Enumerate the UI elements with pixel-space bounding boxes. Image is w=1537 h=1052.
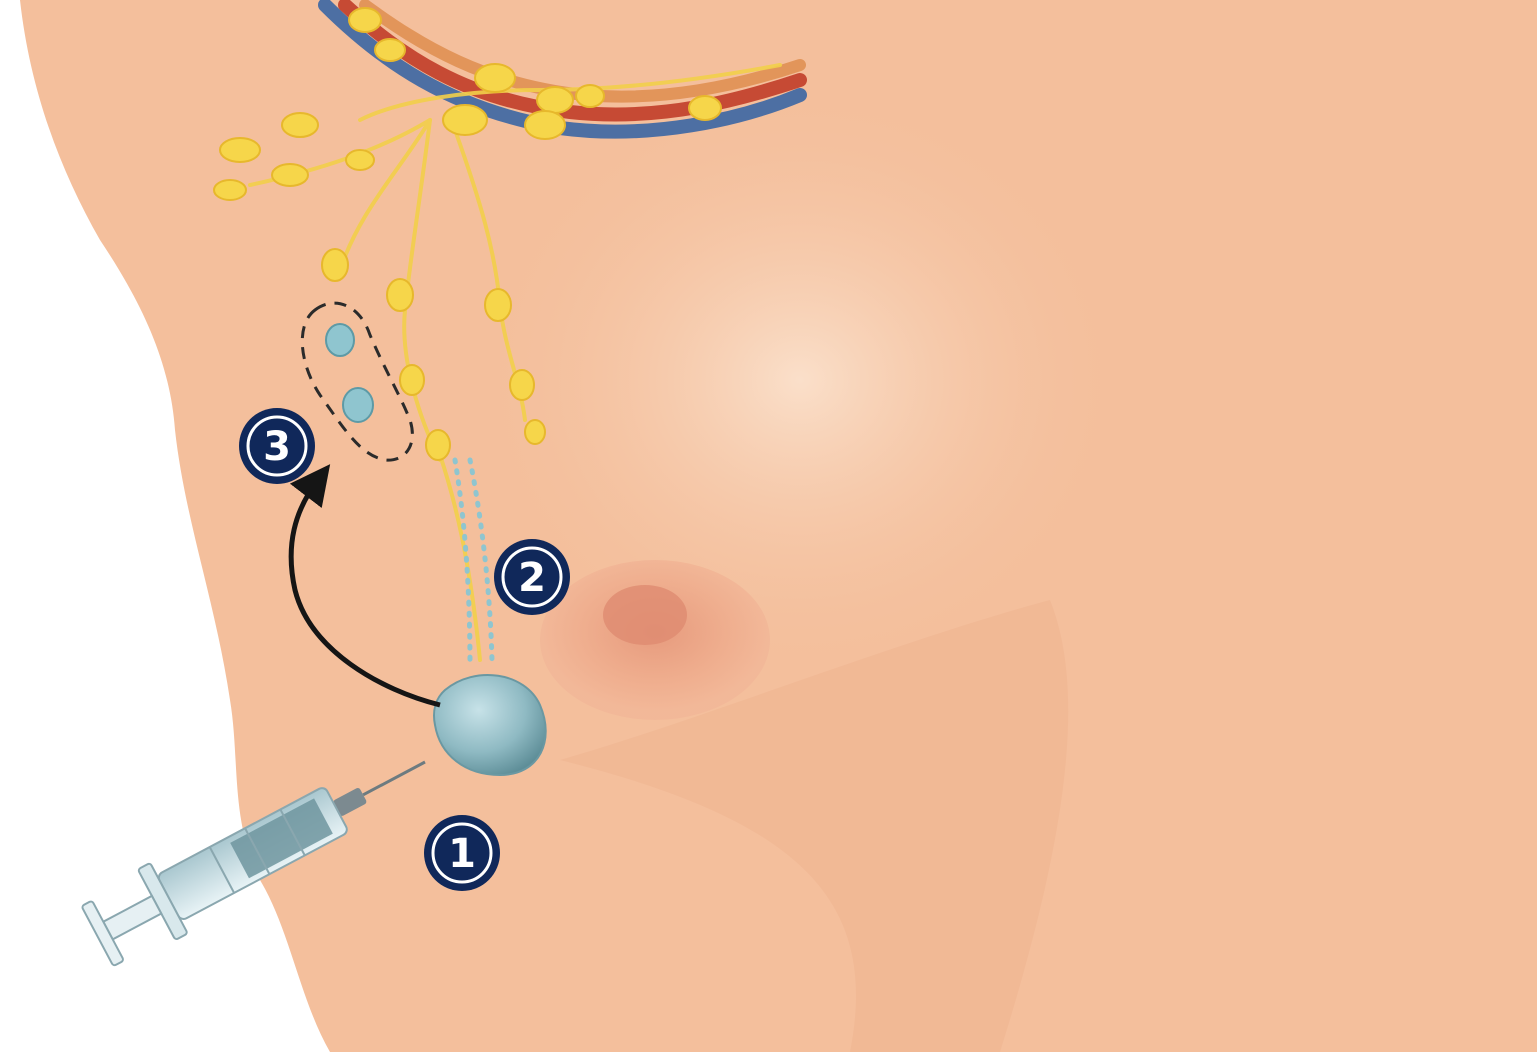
- lymph-node-icon: [510, 370, 534, 400]
- lymph-node-icon: [426, 430, 450, 460]
- step-number: 2: [518, 555, 546, 601]
- lymph-node-icon: [576, 85, 604, 107]
- step-badge-3: 3: [239, 408, 315, 484]
- lymph-node-icon: [537, 87, 573, 113]
- lymph-node-icon: [689, 96, 721, 120]
- lymph-node-icon: [485, 289, 511, 321]
- lymph-node-icon: [375, 39, 405, 61]
- sentinel-node-icon: [326, 324, 354, 356]
- lymph-node-icon: [525, 111, 565, 139]
- sentinel-node-icon: [343, 388, 373, 422]
- lymph-node-icon: [387, 279, 413, 311]
- lymph-node-icon: [272, 164, 308, 186]
- lymph-node-icon: [475, 64, 515, 92]
- lymph-node-icon: [443, 105, 487, 135]
- lymph-node-icon: [220, 138, 260, 162]
- lymph-node-icon: [349, 8, 381, 32]
- step-number: 3: [263, 424, 291, 470]
- nipple: [603, 585, 687, 645]
- lymph-node-icon: [282, 113, 318, 137]
- step-badge-1: 1: [424, 815, 500, 891]
- step-number: 1: [448, 831, 476, 877]
- lymph-node-icon: [346, 150, 374, 170]
- lymph-node-icon: [214, 180, 246, 200]
- lymph-node-icon: [525, 420, 545, 444]
- step-badge-2: 2: [494, 539, 570, 615]
- lymph-node-icon: [400, 365, 424, 395]
- lymph-node-icon: [322, 249, 348, 281]
